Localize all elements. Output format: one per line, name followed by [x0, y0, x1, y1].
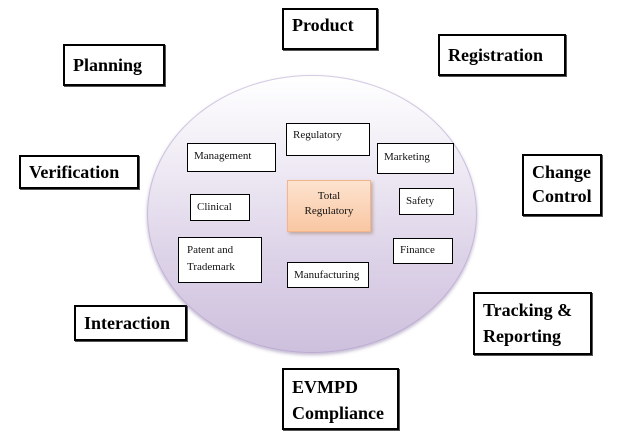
registration-label: Registration	[448, 45, 543, 65]
patent-label-line1: Patent and	[187, 244, 234, 256]
safety-label: Safety	[406, 195, 435, 207]
planning-box: Planning	[63, 44, 165, 86]
safety-box: Safety	[399, 188, 454, 215]
management-label: Management	[194, 150, 252, 162]
management-box: Management	[187, 143, 276, 172]
verification-box: Verification	[19, 155, 139, 189]
verification-label: Verification	[29, 162, 120, 182]
product-label: Product	[292, 15, 354, 35]
interaction-label: Interaction	[84, 313, 170, 333]
marketing-box: Marketing	[377, 143, 454, 174]
manufacturing-label: Manufacturing	[294, 269, 360, 281]
regulatory-box: Regulatory	[286, 123, 370, 156]
finance-label: Finance	[400, 244, 435, 256]
interaction-box: Interaction	[74, 305, 187, 341]
finance-box: Finance	[393, 238, 453, 264]
tracking-label-line1: Tracking &	[483, 300, 573, 320]
clinical-label: Clinical	[197, 201, 232, 213]
evmpd-label-line1: EVMPD	[292, 377, 358, 397]
registration-box: Registration	[438, 34, 566, 76]
total-regulatory-line2: Regulatory	[304, 205, 354, 217]
change-control-box: Change Control	[522, 154, 602, 216]
regulatory-label: Regulatory	[293, 129, 342, 141]
evmpd-compliance-box: EVMPD Compliance	[282, 368, 399, 430]
total-regulatory-line1: Total	[317, 190, 341, 202]
change-control-label-line1: Change	[532, 162, 592, 182]
evmpd-label-line2: Compliance	[292, 403, 384, 423]
planning-label: Planning	[73, 55, 143, 75]
total-regulatory-box: Total Regulatory	[287, 180, 371, 232]
patent-label-line2: Trademark	[187, 261, 235, 273]
marketing-label: Marketing	[384, 151, 430, 163]
change-control-label-line2: Control	[532, 186, 592, 206]
tracking-reporting-box: Tracking & Reporting	[473, 292, 592, 355]
patent-trademark-box: Patent and Trademark	[178, 237, 262, 283]
tracking-label-line2: Reporting	[483, 326, 561, 346]
product-box: Product	[282, 8, 378, 50]
manufacturing-box: Manufacturing	[287, 262, 369, 288]
clinical-box: Clinical	[190, 194, 250, 221]
